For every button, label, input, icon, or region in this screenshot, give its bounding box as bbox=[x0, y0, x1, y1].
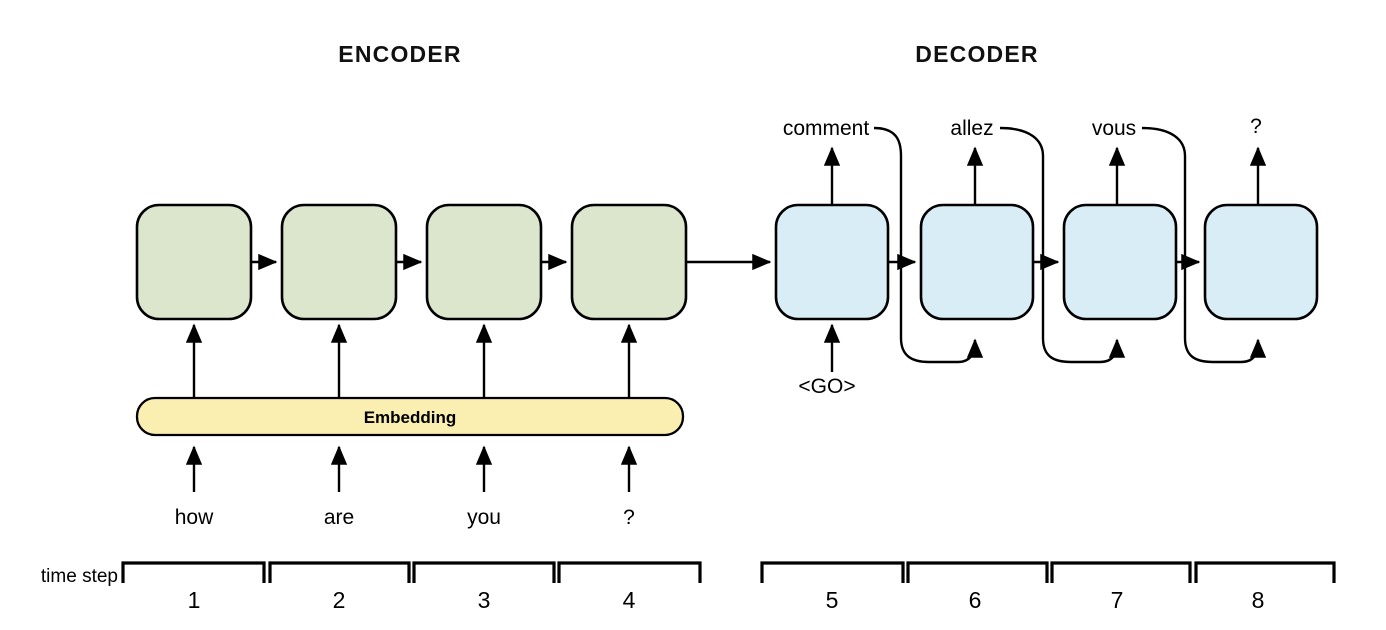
decoder-output-token-1: comment bbox=[783, 117, 870, 140]
encoder-input-token-3: you bbox=[467, 506, 501, 529]
time-step-number-7: 7 bbox=[1111, 587, 1124, 613]
time-step-bracket-2 bbox=[268, 561, 411, 583]
time-step-bracket-6 bbox=[906, 561, 1049, 583]
encoder-title: ENCODER bbox=[338, 41, 461, 67]
time-step-bracket-4 bbox=[557, 561, 702, 583]
time-step-bracket-3 bbox=[412, 561, 556, 583]
encoder-cell-1[interactable] bbox=[135, 203, 253, 321]
decoder-output-token-3: vous bbox=[1092, 117, 1136, 140]
encoder-cell-3[interactable] bbox=[425, 203, 543, 321]
time-step-axis-label: time step bbox=[41, 566, 118, 587]
time-step-number-3: 3 bbox=[478, 587, 491, 613]
time-step-number-5: 5 bbox=[826, 587, 839, 613]
decoder-input-token-go: <GO> bbox=[798, 375, 855, 398]
decoder-output-token-2: allez bbox=[950, 117, 993, 140]
encoder-cell-2[interactable] bbox=[280, 203, 398, 321]
time-step-number-1: 1 bbox=[188, 587, 201, 613]
decoder-output-token-4: ? bbox=[1250, 115, 1262, 138]
decoder-cell-1[interactable] bbox=[774, 203, 890, 321]
time-step-bracket-5 bbox=[760, 561, 905, 583]
embedding-label: Embedding bbox=[364, 408, 457, 427]
decoder-cell-4[interactable] bbox=[1203, 203, 1319, 321]
decoder-feedback-loop-3 bbox=[1141, 126, 1267, 364]
time-step-number-4: 4 bbox=[623, 587, 636, 613]
embedding-bar[interactable] bbox=[135, 396, 685, 437]
encoder-input-token-4: ? bbox=[623, 506, 635, 529]
time-step-number-8: 8 bbox=[1252, 587, 1265, 613]
decoder-feedback-loop-2 bbox=[999, 126, 1126, 364]
time-step-bracket-1 bbox=[121, 561, 266, 583]
decoder-cell-2[interactable] bbox=[919, 203, 1035, 321]
time-step-bracket-7 bbox=[1050, 561, 1192, 583]
decoder-cell-3[interactable] bbox=[1062, 203, 1178, 321]
encoder-input-token-1: how bbox=[175, 506, 214, 529]
time-step-number-6: 6 bbox=[969, 587, 982, 613]
decoder-feedback-loop-1 bbox=[873, 126, 984, 364]
time-step-number-2: 2 bbox=[333, 587, 346, 613]
encoder-cell-4[interactable] bbox=[570, 203, 688, 321]
encoder-input-token-2: are bbox=[324, 506, 354, 529]
decoder-title: DECODER bbox=[915, 41, 1038, 67]
time-step-bracket-8 bbox=[1194, 561, 1336, 583]
